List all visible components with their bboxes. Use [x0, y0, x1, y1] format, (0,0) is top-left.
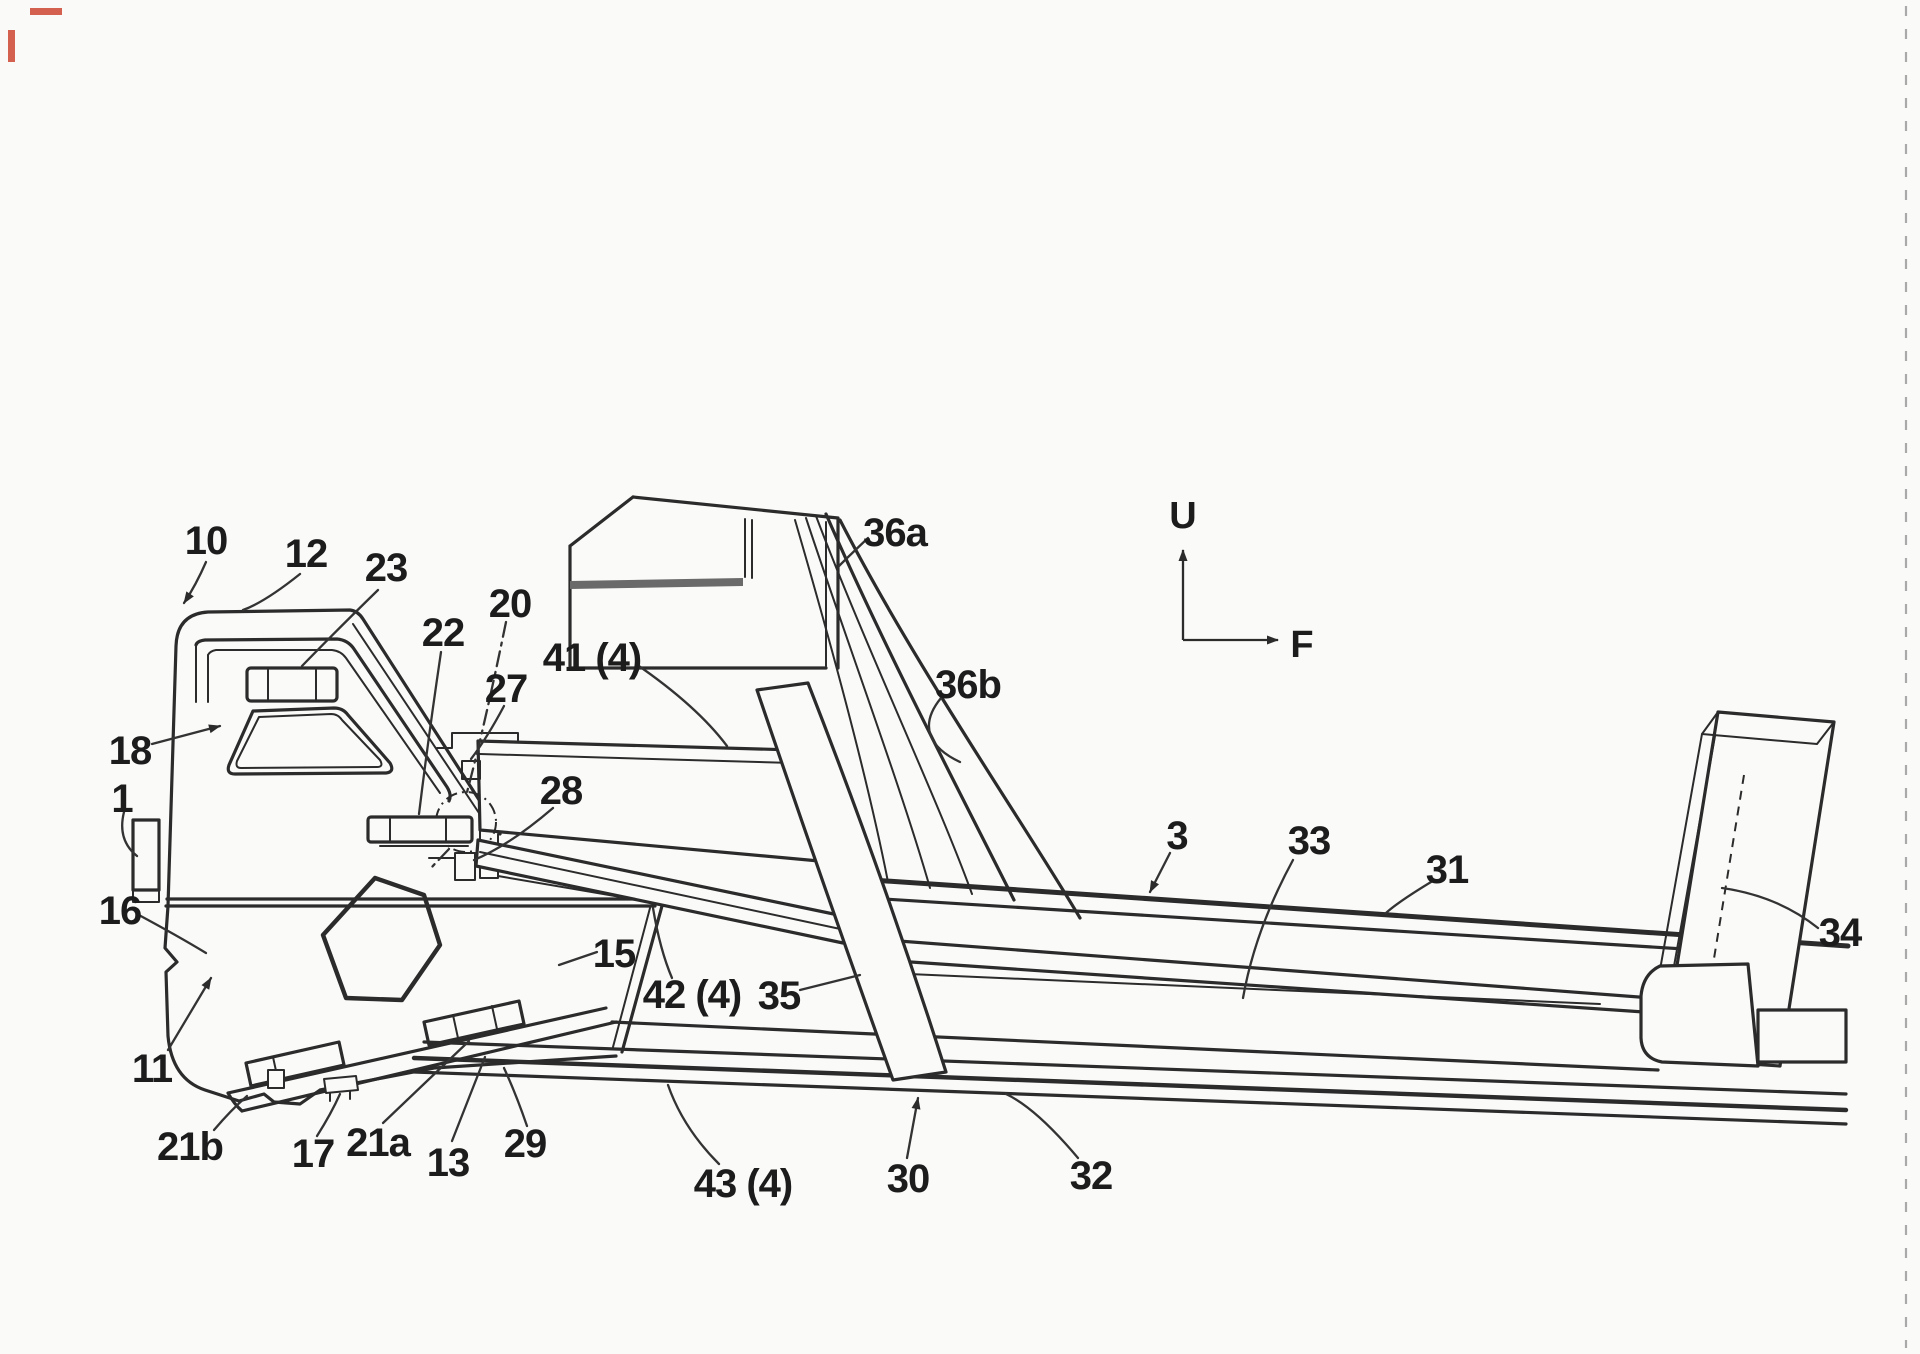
ref-label-30: 30	[887, 1157, 930, 1201]
step-bracket-27	[436, 732, 519, 749]
cross-bar-22	[366, 815, 474, 847]
ref-label-10: 10	[185, 519, 228, 563]
bracket-17	[323, 1075, 359, 1094]
axis-label-front: F	[1290, 624, 1313, 666]
ref-label-42: 42 (4)	[643, 973, 742, 1017]
side-sill-30-32-43	[411, 1020, 1849, 1126]
ref-label-18: 18	[109, 729, 152, 773]
registration-marks	[8, 8, 62, 62]
rear-pillar-34	[1639, 710, 1848, 1068]
phantom-circle-20	[435, 791, 497, 853]
cowl-box-36a	[568, 495, 840, 670]
axis-label-up: U	[1169, 495, 1196, 537]
ref-label-28: 28	[540, 769, 583, 813]
ref-label-16: 16	[99, 889, 142, 933]
ref-label-33: 33	[1288, 819, 1331, 863]
fastener-21a	[422, 999, 526, 1047]
ref-label-22: 22	[422, 611, 465, 655]
pillar-lower-35	[755, 681, 948, 1082]
ref-label-41: 41 (4)	[543, 636, 642, 680]
ref-label-13: 13	[427, 1141, 470, 1185]
ref-label-43: 43 (4)	[694, 1162, 793, 1206]
inner-panel-opening-18	[226, 706, 394, 776]
pillar-base-step	[1756, 1008, 1848, 1064]
ref-label-21a: 21a	[346, 1121, 411, 1165]
ref-label-31: 31	[1426, 848, 1469, 892]
ref-label-21b: 21b	[157, 1125, 223, 1169]
joint-28	[428, 852, 476, 881]
ref-label-11: 11	[132, 1047, 173, 1091]
ref-label-3: 3	[1166, 814, 1187, 858]
lower-rail-21	[226, 999, 618, 1113]
ref-label-29: 29	[504, 1122, 547, 1166]
ref-label-1: 1	[111, 777, 133, 821]
lower-panel-16	[164, 875, 664, 1054]
ref-label-15: 15	[593, 932, 636, 976]
reference-numerals: 10 12 23 22 20 41 (4) 27 18 1 28 16 11 1…	[99, 495, 1864, 1206]
ref-label-17: 17	[292, 1132, 335, 1176]
ref-label-27: 27	[485, 667, 528, 711]
leader-lines	[121, 536, 1820, 1166]
ref-label-12: 12	[285, 532, 328, 576]
roof-side-rails-3-31-33	[825, 874, 1851, 1014]
bracket-23	[245, 666, 339, 703]
ref-label-34: 34	[1819, 911, 1863, 955]
orientation-axes	[1178, 549, 1279, 645]
ref-label-35: 35	[758, 974, 801, 1018]
front-pillar-36b-fan	[794, 512, 1082, 920]
ref-label-36a: 36a	[863, 511, 928, 555]
ref-label-36b: 36b	[935, 663, 1001, 707]
ref-label-20: 20	[489, 582, 532, 626]
bolt	[267, 1069, 285, 1089]
service-hole-hexagon	[320, 875, 443, 1003]
ref-label-32: 32	[1070, 1154, 1113, 1198]
ref-label-23: 23	[365, 546, 408, 590]
pillar-foot	[1639, 962, 1760, 1068]
